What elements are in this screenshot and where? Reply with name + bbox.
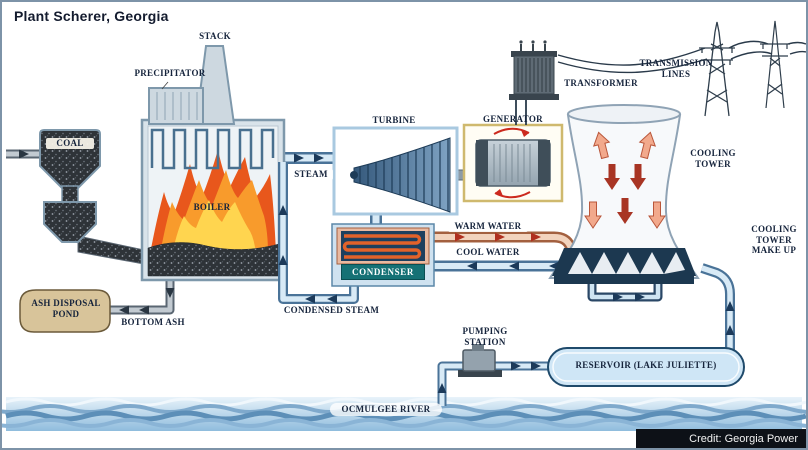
cooling-tower-structure <box>548 104 700 284</box>
label-stack: STACK <box>199 31 231 41</box>
pump-to-reservoir-pipe <box>494 361 554 371</box>
generator-unit <box>462 123 564 203</box>
rotation-arrow-top <box>493 127 530 135</box>
label-cool-water: COOL WATER <box>448 247 528 258</box>
label-condensed-steam: CONDENSED STEAM <box>272 305 391 316</box>
label-coal: COAL <box>46 138 94 149</box>
flame-inner <box>172 200 256 254</box>
cooling-tower-makeup-pipe <box>700 263 735 350</box>
warm-water-pipe <box>432 231 582 260</box>
ash-disposal-pond <box>19 289 111 333</box>
reservoir-shape <box>547 347 745 387</box>
boiler-unit <box>140 118 286 282</box>
transmission-tower-2 <box>760 20 790 109</box>
transformer-unit <box>509 40 559 125</box>
label-transformer: TRANSFORMER <box>564 78 638 88</box>
transmission-tower <box>699 21 735 117</box>
river-intake-pipe <box>437 361 466 406</box>
credit-text: Credit: Georgia Power <box>636 429 806 448</box>
label-steam: STEAM <box>289 169 333 180</box>
steam-pipe <box>280 152 338 164</box>
rotation-arrow-bottom <box>494 191 531 199</box>
label-cooling-tower-make-up: COOLING TOWER MAKE UP <box>751 224 797 255</box>
label-transmission-lines: TRANSMISSION LINES <box>639 58 713 79</box>
label-condenser: CONDENSER <box>341 264 425 280</box>
turbine-unit <box>332 126 475 216</box>
condenser-coil <box>342 234 422 259</box>
label-precipitator: PRECIPITATOR <box>134 68 206 78</box>
label-boiler: BOILER <box>193 202 231 212</box>
page-title: Plant Scherer, Georgia <box>14 8 169 24</box>
label-reservoir: RESERVOIR (LAKE JULIETTE) <box>575 360 717 370</box>
under-basin-pipe <box>587 278 663 302</box>
coal-chute <box>77 235 145 265</box>
condenser-unit <box>331 223 435 287</box>
pumping-station-unit <box>458 344 502 377</box>
precipitator-unit <box>148 81 204 125</box>
label-turbine: TURBINE <box>372 115 416 125</box>
label-warm-water: WARM WATER <box>448 221 528 232</box>
boiler-tubes <box>150 128 275 170</box>
label-cooling-tower: COOLING TOWER <box>690 148 736 169</box>
label-river: OCMULGEE RIVER <box>330 403 442 416</box>
label-bottom-ash: BOTTOM ASH <box>121 317 185 327</box>
label-pumping-station: PUMPING STATION <box>462 326 508 347</box>
label-generator: GENERATOR <box>483 114 543 124</box>
label-ash-disposal-pond: ASH DISPOSAL POND <box>31 298 101 319</box>
bottom-ash-pipe <box>106 276 175 315</box>
condensed-steam-pipe <box>278 162 359 304</box>
coal-delivery-pipe <box>6 149 42 159</box>
